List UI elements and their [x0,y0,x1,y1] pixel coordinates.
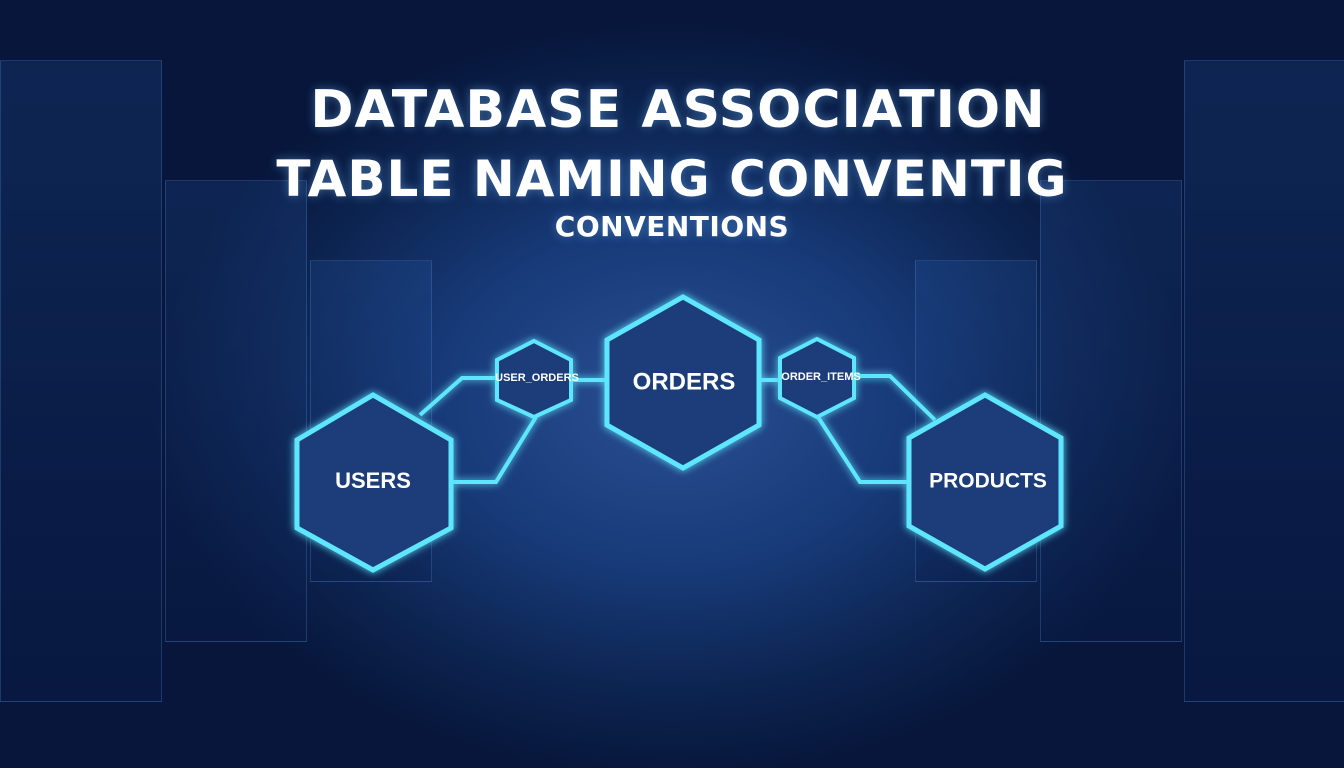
background-panel [0,60,162,702]
products-label: PRODUCTS [929,470,1047,493]
orders-label: ORDERS [633,368,736,395]
background-panel [1040,180,1182,642]
connectors [418,374,937,484]
node-users[interactable]: USERS [294,392,454,573]
orders-hexagon [604,294,762,471]
background-panel [165,180,307,642]
user-orders-hexagon [495,338,573,420]
users-label: USERS [335,468,411,493]
order-items-label: ORDER_ITEMS [781,371,860,383]
connector-order-items-products [855,374,937,422]
title-line-2: TABLE NAMING CONVENTIG [276,150,1068,208]
user-orders-label: USER_ORDERS [495,372,579,384]
node-orders[interactable]: ORDERS [604,294,762,471]
background-panel [1184,60,1344,702]
node-products[interactable]: PRODUCTS [906,392,1064,572]
node-order-items[interactable]: ORDER_ITEMS [778,336,861,420]
connector-users-user-orders-lower [452,415,538,484]
order-items-hexagon [778,336,856,420]
products-hexagon [906,392,1064,572]
connector-users-user-orders [418,376,497,417]
users-hexagon [294,392,454,573]
title-line-1: DATABASE ASSOCIATION [310,80,1046,140]
node-user-orders[interactable]: USER_ORDERS [495,338,579,420]
subtitle: CONVENTIONS [554,210,790,243]
connector-order-items-products-lower [816,415,908,484]
